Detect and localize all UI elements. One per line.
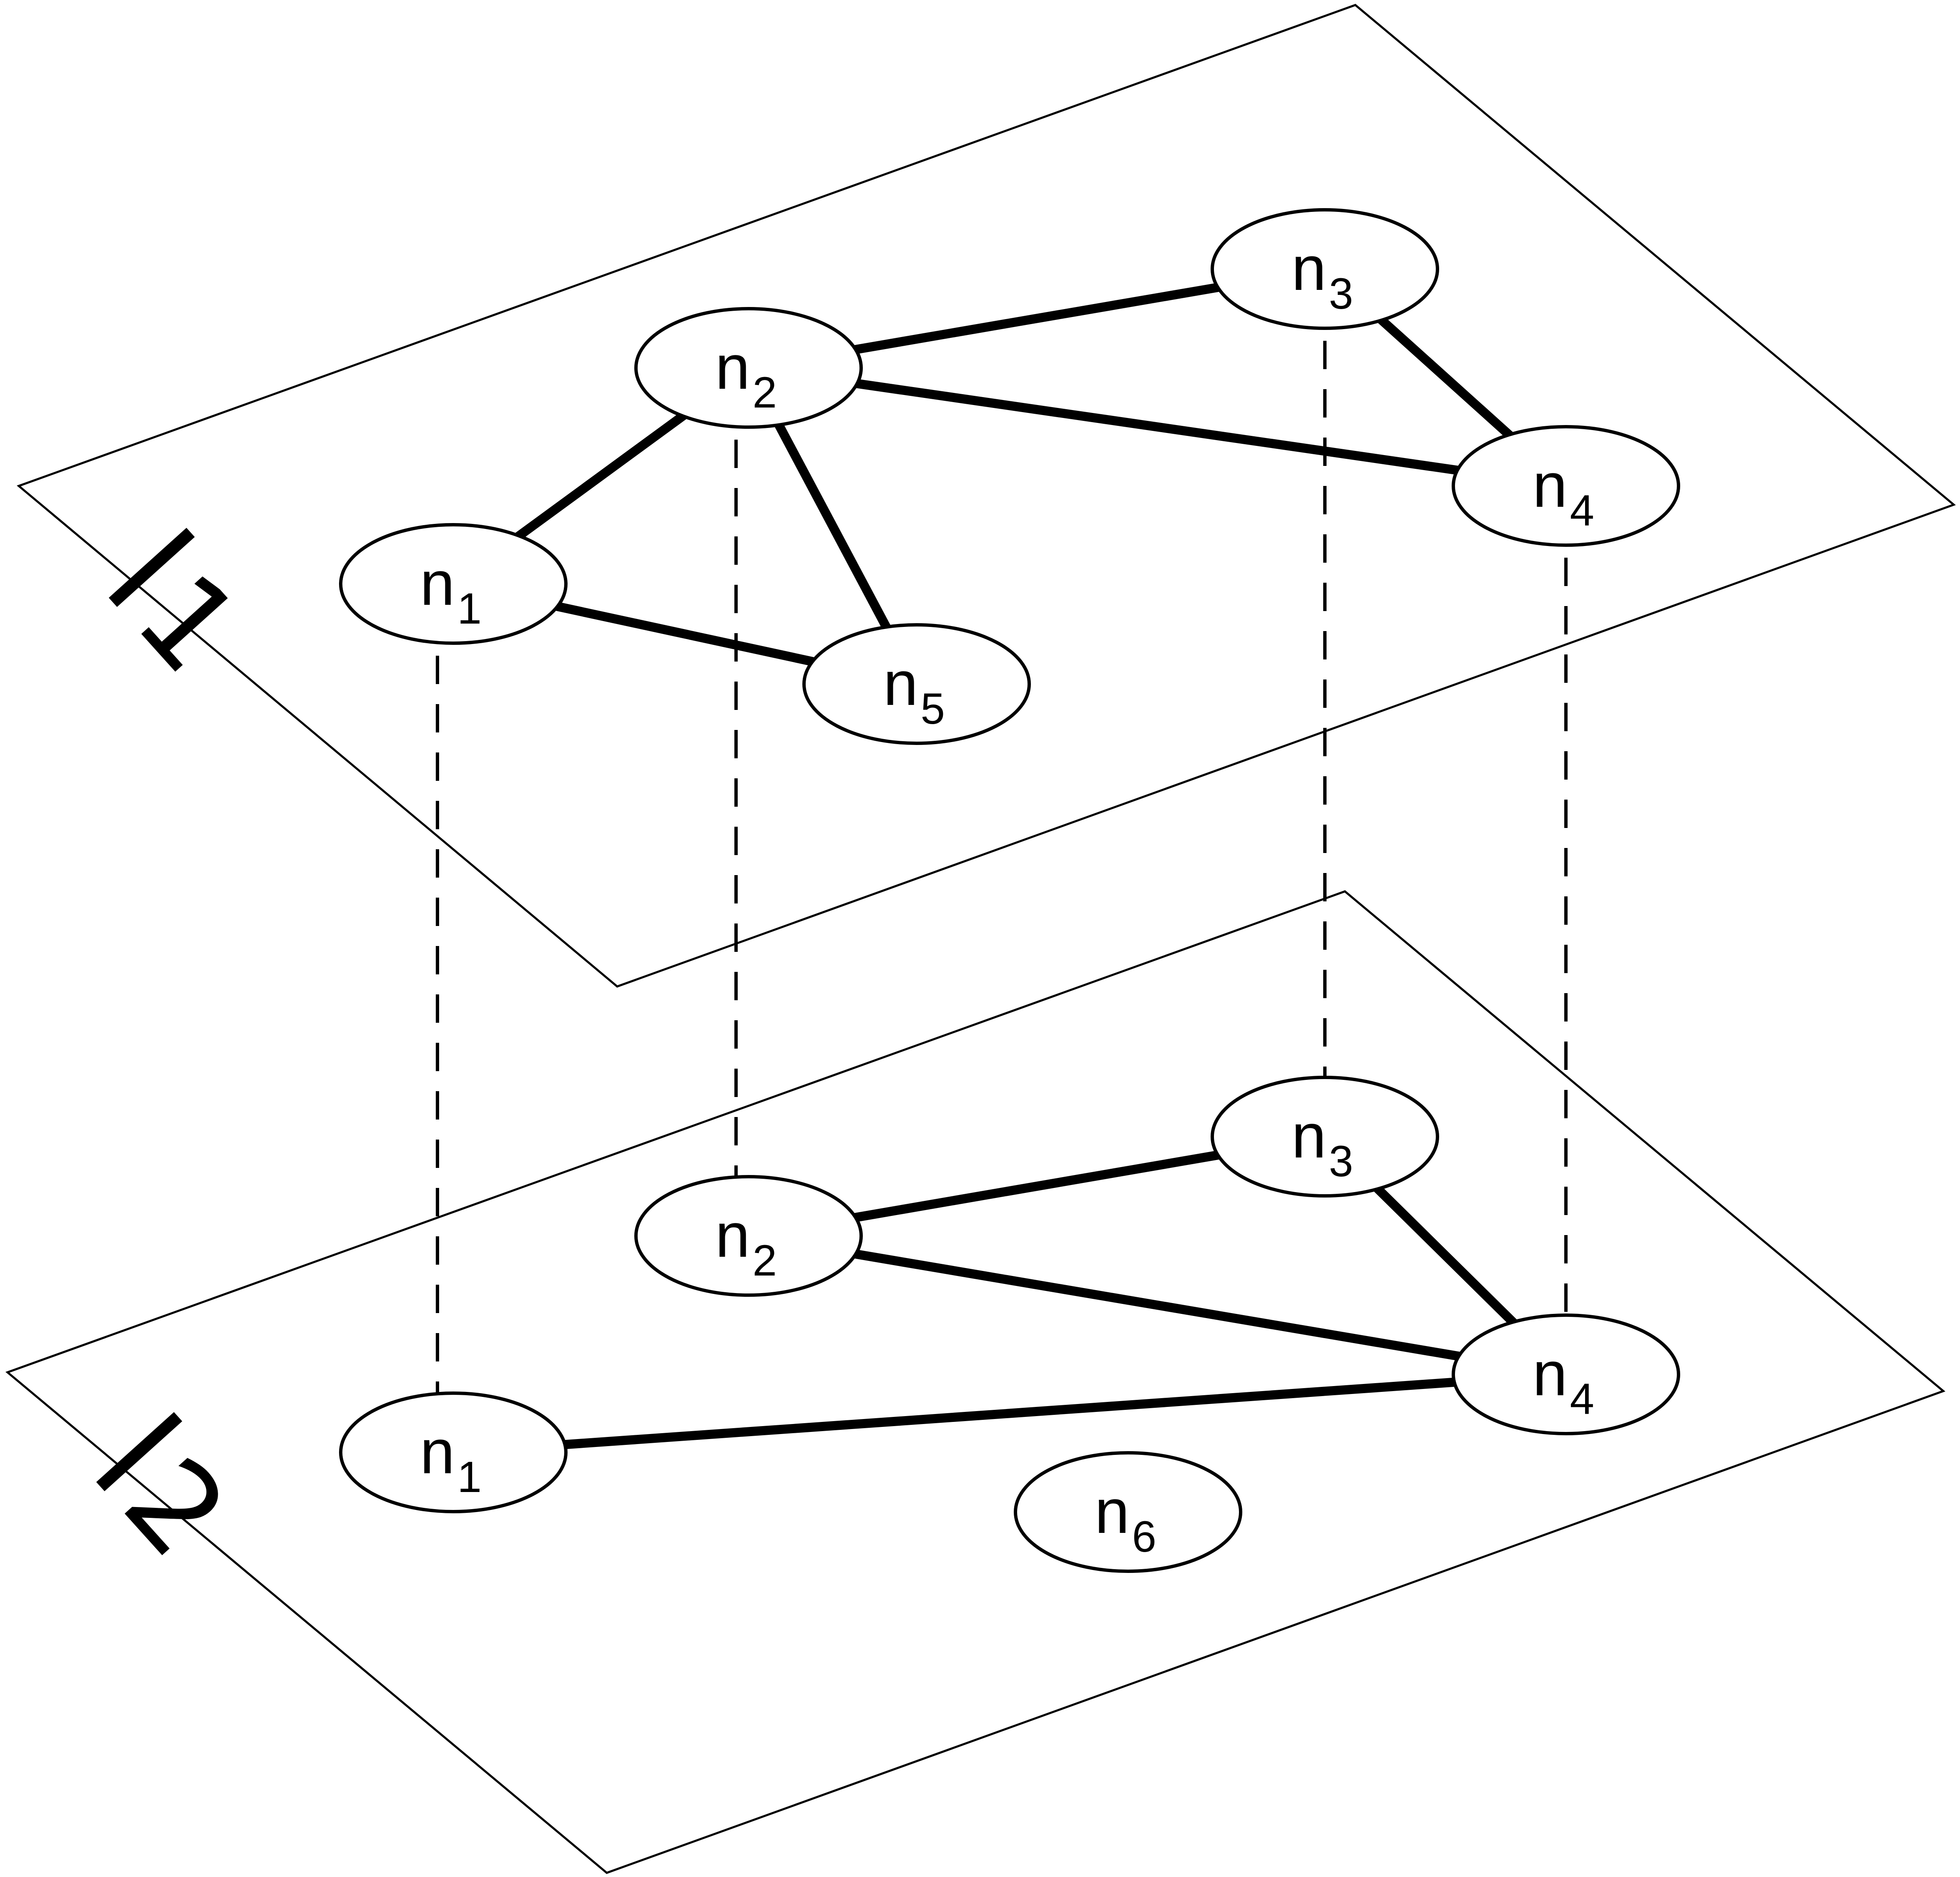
node-l1-n4: n4 xyxy=(1452,425,1680,547)
node-l2-n1: n1 xyxy=(339,1391,568,1513)
node-l1-n3: n3 xyxy=(1211,208,1439,330)
node-label-l2-n2: n2 xyxy=(715,1200,777,1285)
edge-l2-n1-n4 xyxy=(453,1370,1566,1457)
node-l1-n5: n5 xyxy=(802,623,1031,745)
layer-plane-l2 xyxy=(5,890,1945,1874)
interlayer-links xyxy=(436,341,1568,1393)
node-shape-l1-n2 xyxy=(634,307,863,429)
intralayer-edges xyxy=(450,264,1569,1457)
node-l2-n4: n4 xyxy=(1452,1313,1680,1435)
layer-plane-l1 xyxy=(17,4,1956,988)
node-shape-l1-n5 xyxy=(802,623,1031,745)
node-shape-l2-n4 xyxy=(1452,1313,1680,1435)
node-label-l1-n1: n1 xyxy=(420,548,482,633)
layer-labels: l1 l2 xyxy=(63,503,278,1586)
node-shape-l1-n1 xyxy=(339,523,568,645)
node-label-l2-n4: n4 xyxy=(1533,1339,1594,1424)
network-nodes: n1 n2 n3 n4 n5 n1 n2 n3 n4 n6 xyxy=(339,208,1680,1573)
node-shape-l2-n3 xyxy=(1211,1076,1439,1198)
node-l1-n2: n2 xyxy=(634,307,863,429)
node-label-l2-n3: n3 xyxy=(1292,1101,1353,1186)
edge-l2-n2-n4 xyxy=(748,1231,1567,1379)
node-shape-l1-n4 xyxy=(1452,425,1680,547)
node-shape-l2-n1 xyxy=(339,1391,568,1513)
node-l2-n2: n2 xyxy=(634,1175,863,1297)
layer-label-l2: l2 xyxy=(63,1387,265,1586)
node-shape-l2-n2 xyxy=(634,1175,863,1297)
node-label-l2-n1: n1 xyxy=(420,1417,482,1502)
node-l2-n6: n6 xyxy=(1014,1451,1242,1573)
layer-label-l1: l1 xyxy=(76,503,278,702)
edge-l1-n2-n4 xyxy=(748,363,1567,491)
node-l2-n3: n3 xyxy=(1211,1076,1439,1198)
node-label-l1-n4: n4 xyxy=(1533,450,1594,535)
node-label-l1-n2: n2 xyxy=(715,332,777,417)
node-label-l1-n5: n5 xyxy=(883,648,945,733)
node-label-l2-n6: n6 xyxy=(1095,1476,1156,1561)
node-label-l1-n3: n3 xyxy=(1292,233,1353,318)
layer-planes xyxy=(5,4,1956,1874)
node-shape-l1-n3 xyxy=(1211,208,1439,330)
node-l1-n1: n1 xyxy=(339,523,568,645)
node-shape-l2-n6 xyxy=(1014,1451,1242,1573)
